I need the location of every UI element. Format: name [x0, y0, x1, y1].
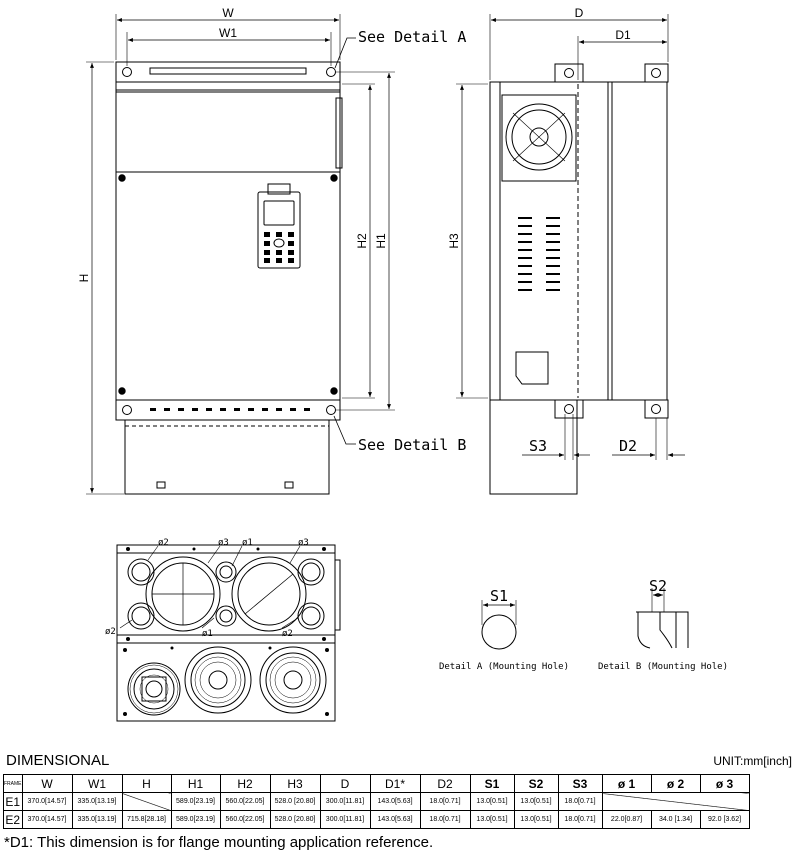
bottom-view [116, 544, 341, 722]
label-phi-2-bottom-left: ø2 [105, 627, 116, 637]
label-phi-1-top: ø1 [242, 538, 253, 548]
cell-s2: 13.0[0.51] [513, 792, 559, 811]
cell-w: 370.0[14.57] [21, 792, 73, 811]
cell-s2: 13.0[0.51] [513, 810, 559, 829]
label-d1: D1 [615, 28, 631, 42]
label-detail-a: Detail A (Mounting Hole) [439, 662, 569, 672]
label-see-detail-b: See Detail B [358, 436, 466, 454]
label-see-detail-a: See Detail A [358, 28, 466, 46]
label-h: H [77, 274, 91, 283]
cell-s3: 18.0[0.71] [557, 792, 603, 811]
header-frame: FRAME [3, 774, 23, 793]
cell-d: 300.0[11.81] [319, 810, 371, 829]
cell-d2: 18.0[0.71] [419, 810, 471, 829]
cell-frame: E2 [3, 810, 23, 829]
label-phi-2-bottom-right: ø2 [282, 629, 293, 639]
detail-a [481, 600, 517, 650]
table-title: DIMENSIONAL [6, 752, 110, 769]
label-d2: D2 [619, 437, 637, 455]
dimension-table: FRAME W W1 H H1 H2 H3 D D1* D2 S1 S2 S3 … [3, 774, 750, 829]
label-phi-2-top-left: ø2 [158, 538, 169, 548]
footnote: *D1: This dimension is for flange mounti… [4, 834, 434, 851]
label-s1: S1 [490, 587, 508, 605]
keypad-icon [257, 191, 301, 269]
header-h: H [121, 774, 172, 793]
header-h3: H3 [269, 774, 321, 793]
header-d2: D2 [419, 774, 471, 793]
header-d: D [319, 774, 371, 793]
label-w: W [222, 6, 234, 20]
label-h1: H1 [374, 233, 388, 249]
cell-phi2: 34.0 [1.34] [650, 810, 701, 829]
label-s2: S2 [649, 577, 667, 595]
label-detail-b: Detail B (Mounting Hole) [598, 662, 728, 672]
label-h2: H2 [355, 233, 369, 249]
cell-s3: 18.0[0.71] [557, 810, 603, 829]
cell-h3: 528.0 [20.80] [269, 792, 321, 811]
cell-h2: 560.0[22.05] [219, 792, 271, 811]
cell-d1: 143.0[5.63] [369, 792, 421, 811]
header-s2: S2 [513, 774, 559, 793]
table-row: E2 370.0[14.57] 335.0[13.19] 715.8[28.18… [3, 810, 750, 829]
cell-frame: E1 [3, 792, 23, 811]
detail-b [636, 588, 689, 649]
dimension-drawing: W W1 H H2 H1 D D1 H3 S3 D2 See Detail A … [77, 6, 728, 722]
cell-s1: 13.0[0.51] [469, 810, 515, 829]
label-h3: H3 [447, 233, 461, 249]
label-phi-3-top-left: ø3 [218, 538, 229, 548]
side-view [456, 14, 685, 495]
cell-h1: 589.0[23.19] [170, 810, 221, 829]
cell-phi3: 92.0 [3.62] [699, 810, 750, 829]
table-header-row: FRAME W W1 H H1 H2 H3 D D1* D2 S1 S2 S3 … [3, 774, 750, 793]
cell-w: 370.0[14.57] [21, 810, 73, 829]
label-d: D [575, 6, 584, 20]
header-s1: S1 [469, 774, 515, 793]
header-phi1: ø 1 [601, 774, 652, 793]
header-w1: W1 [71, 774, 123, 793]
cell-h3: 528.0 [20.80] [269, 810, 321, 829]
unit-label: UNIT:mm[inch] [713, 754, 792, 768]
cell-phi-empty [601, 792, 750, 811]
label-w1: W1 [219, 26, 237, 40]
label-phi-3-top-right: ø3 [298, 538, 309, 548]
cell-d1: 143.0[5.63] [369, 810, 421, 829]
label-s3: S3 [529, 437, 547, 455]
header-d1: D1* [369, 774, 421, 793]
cell-h2: 560.0[22.05] [219, 810, 271, 829]
cell-w1: 335.0[13.19] [71, 810, 123, 829]
cell-d: 300.0[11.81] [319, 792, 371, 811]
cell-phi1: 22.0[0.87] [601, 810, 652, 829]
header-w: W [21, 774, 73, 793]
header-s3: S3 [557, 774, 603, 793]
front-view [86, 14, 395, 495]
cell-s1: 13.0[0.51] [469, 792, 515, 811]
label-phi-1-bottom: ø1 [202, 629, 213, 639]
header-h1: H1 [170, 774, 221, 793]
header-phi3: ø 3 [699, 774, 750, 793]
cell-d2: 18.0[0.71] [419, 792, 471, 811]
cell-h1: 589.0[23.19] [170, 792, 221, 811]
cell-h-empty [121, 792, 172, 811]
cell-w1: 335.0[13.19] [71, 792, 123, 811]
header-phi2: ø 2 [650, 774, 701, 793]
table-row: E1 370.0[14.57] 335.0[13.19] 589.0[23.19… [3, 792, 750, 811]
cell-h: 715.8[28.18] [121, 810, 172, 829]
header-h2: H2 [219, 774, 271, 793]
